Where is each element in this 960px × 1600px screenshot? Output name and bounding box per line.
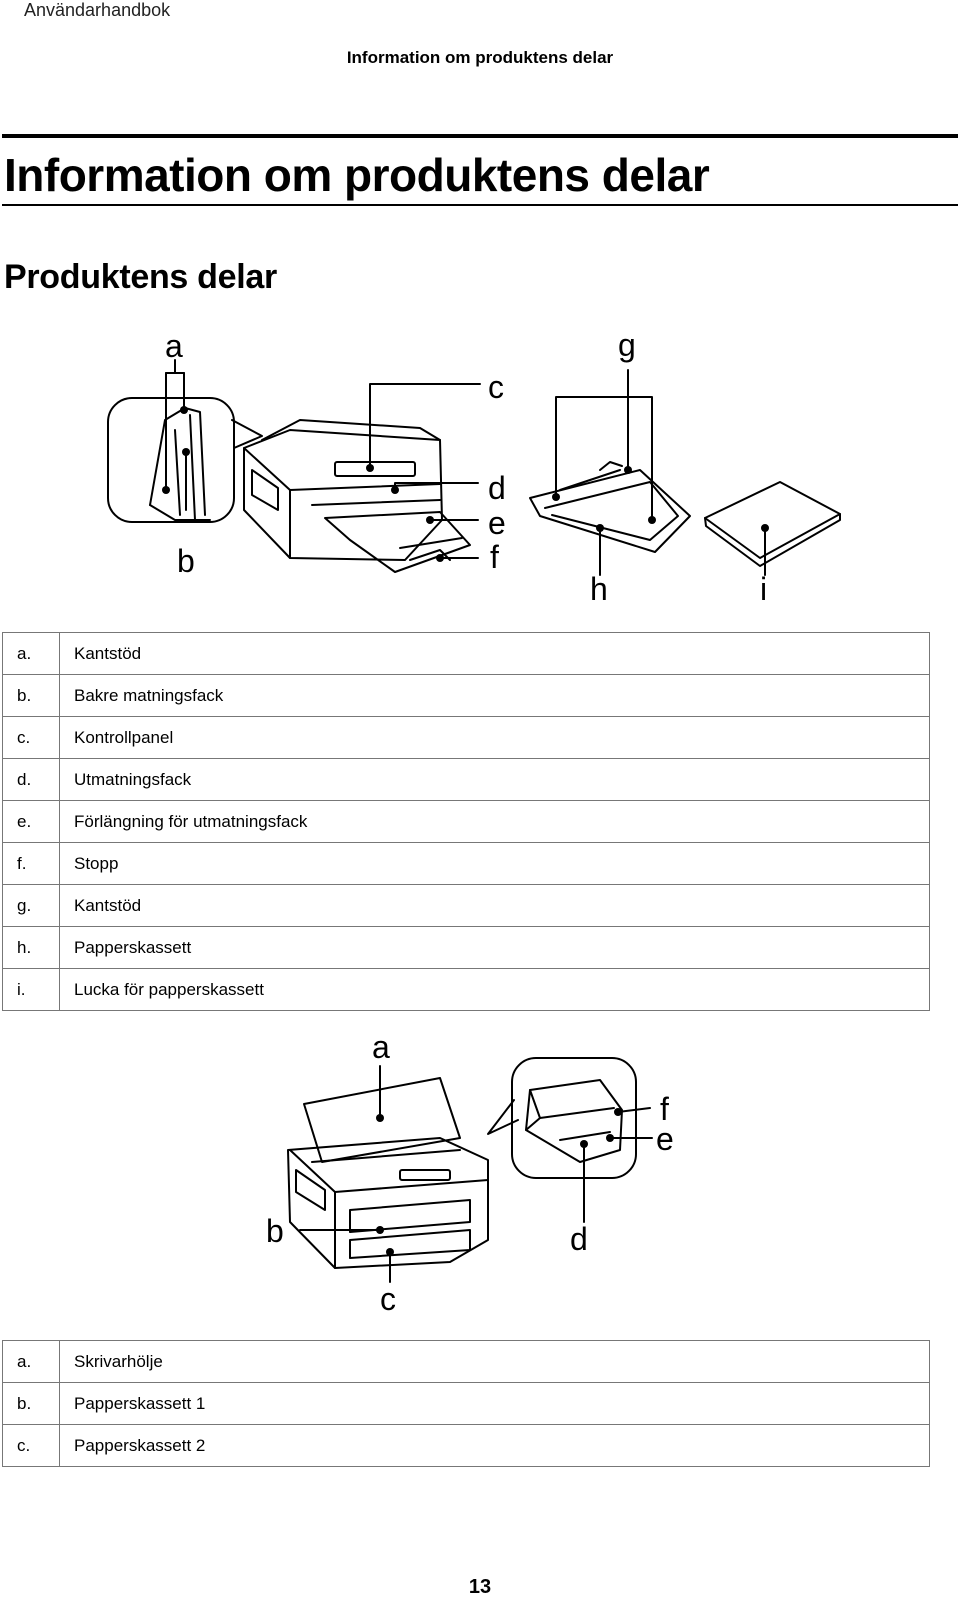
title-rule — [2, 204, 958, 206]
row-description: Papperskassett 2 — [59, 1424, 930, 1467]
label-i: i — [760, 571, 767, 607]
label-a: a — [372, 1029, 390, 1065]
cassette-cover — [704, 481, 841, 559]
page-title: Information om produktens delar — [4, 149, 710, 201]
top-rule — [2, 134, 958, 138]
table-row: f.Stopp — [2, 842, 930, 885]
inset-pointer — [231, 419, 263, 449]
row-description: Papperskassett — [59, 926, 930, 969]
table-row: b.Bakre matningsfack — [2, 674, 930, 717]
printer-body — [287, 1137, 489, 1269]
row-key: f. — [2, 842, 60, 885]
inset-pointer — [487, 1099, 519, 1135]
row-description: Lucka för papperskassett — [59, 968, 930, 1011]
row-description: Kantstöd — [59, 632, 930, 675]
printer-cover — [303, 1077, 461, 1163]
row-key: b. — [2, 674, 60, 717]
label-d: d — [488, 470, 506, 506]
row-key: g. — [2, 884, 60, 927]
table-row: d.Utmatningsfack — [2, 758, 930, 801]
row-description: Skrivarhölje — [59, 1340, 930, 1383]
label-c: c — [380, 1281, 396, 1317]
row-description: Kontrollpanel — [59, 716, 930, 759]
running-head: Användarhandbok — [24, 0, 171, 20]
row-key: c. — [2, 1424, 60, 1467]
label-g: g — [618, 327, 636, 363]
label-b: b — [266, 1213, 284, 1249]
inset-bubble — [107, 397, 235, 523]
table-row: a.Kantstöd — [2, 632, 930, 675]
label-f: f — [660, 1091, 669, 1127]
label-h: h — [590, 571, 608, 607]
table-row: a.Skrivarhölje — [2, 1340, 930, 1383]
table-row: h.Papperskassett — [2, 926, 930, 969]
subtitle: Produktens delar — [4, 258, 277, 296]
label-f: f — [490, 539, 499, 575]
label-e: e — [656, 1121, 674, 1157]
label-e: e — [488, 505, 506, 541]
row-description: Papperskassett 1 — [59, 1382, 930, 1425]
row-key: a. — [2, 632, 60, 675]
printer-body — [243, 429, 443, 561]
table-row: c.Kontrollpanel — [2, 716, 930, 759]
table-row: e.Förlängning för utmatningsfack — [2, 800, 930, 843]
row-description: Bakre matningsfack — [59, 674, 930, 717]
row-key: b. — [2, 1382, 60, 1425]
inset-bubble — [511, 1057, 637, 1179]
row-key: a. — [2, 1340, 60, 1383]
label-c: c — [488, 369, 504, 405]
label-a: a — [165, 328, 183, 364]
row-description: Förlängning för utmatningsfack — [59, 800, 930, 843]
table-row: g.Kantstöd — [2, 884, 930, 927]
row-description: Utmatningsfack — [59, 758, 930, 801]
row-key: e. — [2, 800, 60, 843]
row-description: Kantstöd — [59, 884, 930, 927]
printer-parts-diagram-2: a b c d e f — [266, 1029, 674, 1317]
table-row: i.Lucka för papperskassett — [2, 968, 930, 1011]
section-header: Information om produktens delar — [346, 48, 614, 67]
row-key: h. — [2, 926, 60, 969]
row-key: i. — [2, 968, 60, 1011]
row-key: d. — [2, 758, 60, 801]
page-number: 13 — [468, 1576, 492, 1598]
paper-cassette — [529, 469, 691, 553]
label-b: b — [177, 543, 195, 579]
table-row: c.Papperskassett 2 — [2, 1424, 930, 1467]
row-description: Stopp — [59, 842, 930, 885]
output-tray — [324, 511, 471, 573]
table-row: b.Papperskassett 1 — [2, 1382, 930, 1425]
row-key: c. — [2, 716, 60, 759]
label-d: d — [570, 1221, 588, 1257]
printer-parts-diagram-1: a b c d e f g h i — [107, 327, 841, 607]
